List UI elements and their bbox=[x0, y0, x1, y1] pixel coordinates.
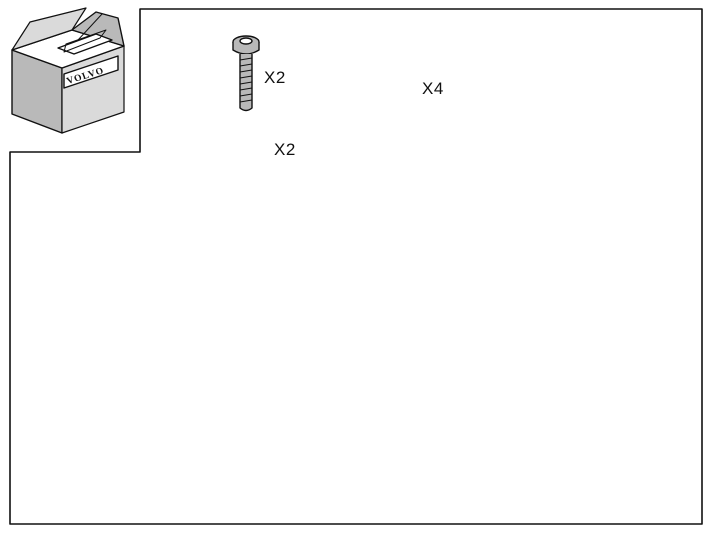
kit-box-icon: VOLVO bbox=[11, 7, 125, 134]
bolt-icon bbox=[232, 35, 260, 112]
bolt-quantity-label: X2 bbox=[264, 68, 286, 87]
cable-tie-quantity-label: X4 bbox=[422, 79, 444, 98]
nut-quantity-label: X2 bbox=[274, 140, 296, 159]
frame-border bbox=[9, 8, 703, 525]
